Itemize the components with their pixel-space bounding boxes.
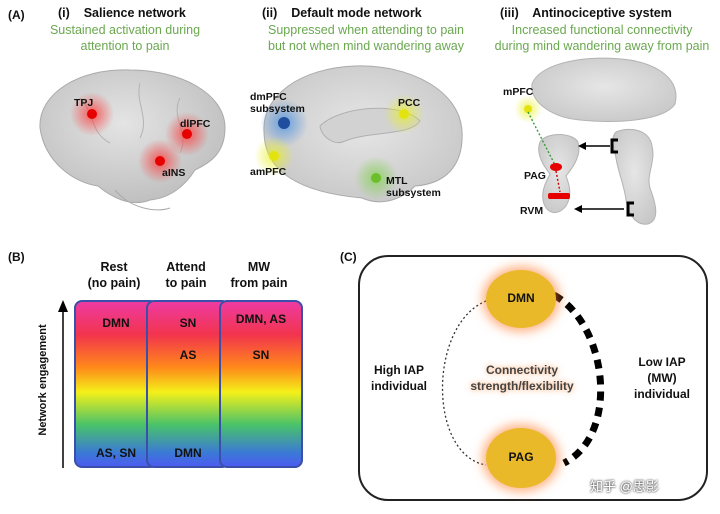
bar-rest-bottom: AS, SN [95, 446, 136, 460]
ains-label: aINS [162, 167, 186, 179]
dmn-node: DMN [486, 270, 556, 328]
watermark: 知乎 @思影 [590, 479, 659, 494]
column-head-attend-line2: to pain [165, 276, 207, 290]
anti-heading: (iii) Antinociceptive system [500, 6, 672, 20]
salience-title: Salience network [83, 6, 186, 20]
dmn-heading: (ii) Default mode network [262, 6, 422, 20]
column-head-rest: Rest (no pain) [74, 259, 154, 291]
salience-desc-line1: Sustained activation during [49, 23, 201, 37]
bar-rest: DMN AS, SN [74, 300, 158, 468]
tpj-label: TPJ [74, 97, 94, 109]
high-iap-label: High IAP individual [362, 362, 436, 394]
column-head-attend-line1: Attend [166, 260, 206, 274]
medial-brain-illustration [254, 65, 463, 203]
dlpfc-marker [182, 129, 192, 139]
low-iap-line1: Low IAP [638, 355, 686, 369]
salience-numeral: (i) [58, 6, 70, 20]
center-text-line2: strength/flexibility [470, 379, 574, 393]
ampfc-label: amPFC [250, 166, 287, 178]
anti-desc-line1: Increased functional connectivity [511, 23, 693, 37]
high-iap-dotted-arc [441, 300, 487, 466]
pcc-label: PCC [398, 97, 421, 109]
column-head-rest-line1: Rest [100, 260, 128, 274]
panel-b-label: (B) [8, 250, 25, 264]
column-head-mw-line2: from pain [230, 276, 288, 290]
column-head-mw-line1: MW [247, 260, 271, 274]
center-text-line1: Connectivity [485, 363, 558, 377]
pag-arrowhead [578, 142, 586, 150]
pag-rvm-connection [555, 170, 561, 193]
mpfc-marker [524, 105, 532, 113]
bar-rest-top: DMN [102, 316, 130, 330]
anti-desc-line2: during mind wandering away from pain [494, 39, 710, 53]
anti-numeral: (iii) [500, 6, 519, 20]
dmn-numeral: (ii) [262, 6, 278, 20]
bar-mw: DMN, AS SN [219, 300, 303, 468]
low-iap-dashed-arc [552, 291, 605, 467]
mtl-label: MTL subsystem [386, 175, 441, 199]
mpfc-label: mPFC [503, 86, 534, 98]
engagement-arrow [58, 300, 68, 468]
arrow-up-icon [58, 300, 68, 312]
ampfc-marker [269, 151, 279, 161]
rvm-marker [548, 193, 570, 199]
low-iap-line2: (MW) [647, 371, 677, 385]
bar-mw-top: DMN, AS [235, 312, 287, 326]
network-engagement-axis-label: Network engagement [37, 324, 49, 436]
pcc-marker [399, 109, 409, 119]
dmpfc-label-line2: subsystem [250, 103, 305, 115]
dmn-desc-line2: but not when mind wandering away [268, 39, 464, 53]
dmpfc-label: dmPFC subsystem [250, 91, 305, 115]
dlpfc-label: dlPFC [180, 118, 211, 130]
salience-description: Sustained activation during attention to… [20, 22, 230, 54]
dmn-description: Suppressed when attending to pain but no… [246, 22, 486, 54]
bar-attend-bottom: DMN [174, 446, 202, 460]
mtl-label-line2: subsystem [386, 187, 441, 199]
lateral-brain-illustration [39, 69, 226, 211]
bar-mw-mid: SN [252, 348, 270, 362]
column-head-attend: Attend to pain [146, 259, 226, 291]
pag-marker [550, 163, 562, 171]
bar-attend-top: SN [179, 316, 197, 330]
anti-description: Increased functional connectivity during… [488, 22, 716, 54]
rvm-label: RVM [520, 205, 544, 217]
rvm-slice-bracket [626, 201, 634, 217]
dmn-desc-line1: Suppressed when attending to pain [268, 23, 464, 37]
salience-desc-line2: attention to pain [80, 39, 170, 53]
high-iap-line1: High IAP [374, 363, 424, 377]
pag-label: PAG [524, 170, 546, 182]
dmpfc-label-line1: dmPFC [250, 91, 287, 103]
salience-heading: (i) Salience network [58, 6, 186, 20]
connectivity-arcs [441, 291, 605, 467]
mtl-marker [371, 173, 381, 183]
mtl-label-line1: MTL [386, 175, 408, 187]
pag-node-label: PAG [508, 450, 534, 464]
connectivity-center-text: Connectivity strength/flexibility [452, 362, 592, 394]
dmn-node-label: DMN [507, 291, 535, 305]
pag-node: PAG [486, 428, 556, 488]
brainstem-illustration [514, 57, 677, 225]
rvm-arrowhead [574, 205, 582, 213]
anti-title: Antinociceptive system [532, 6, 672, 20]
low-iap-line3: individual [633, 387, 690, 401]
mpfc-pag-connection [527, 111, 556, 166]
low-iap-label: Low IAP (MW) individual [622, 354, 702, 402]
tpj-marker [87, 109, 97, 119]
dmn-title: Default mode network [291, 6, 422, 20]
dmpfc-marker [278, 117, 290, 129]
panel-c-label: (C) [340, 250, 357, 264]
bar-attend: SN AS DMN [146, 300, 230, 468]
bar-attend-mid: AS [179, 348, 197, 362]
panel-a-label: (A) [8, 8, 25, 22]
column-head-rest-line2: (no pain) [87, 276, 141, 290]
column-head-mw: MW from pain [218, 259, 300, 291]
pag-slice-bracket [610, 138, 618, 154]
ains-marker [155, 156, 165, 166]
connectivity-frame [358, 255, 708, 501]
high-iap-line2: individual [370, 379, 427, 393]
